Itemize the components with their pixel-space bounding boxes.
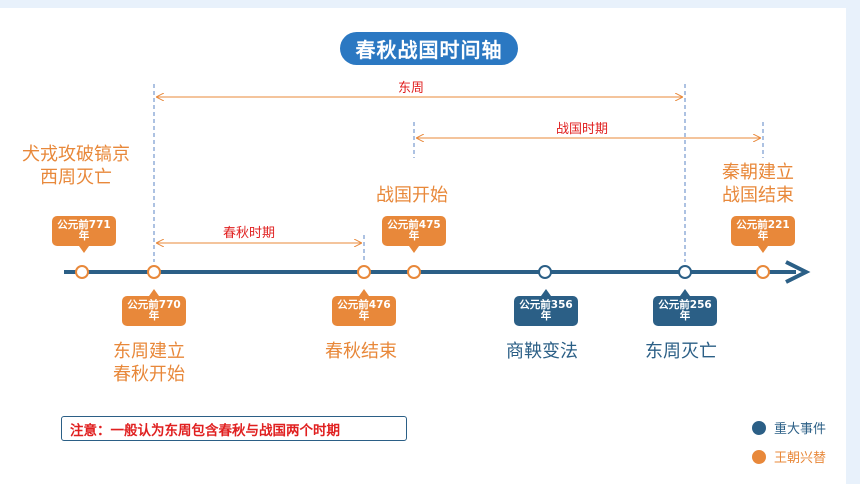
- date-callout-221: 公元前221 年: [731, 216, 795, 253]
- legend-dot-dynasty-change: [752, 449, 766, 464]
- date-callout-770: 公元前770 年: [122, 289, 186, 326]
- date-callout-356: 公元前356 年: [514, 289, 578, 326]
- date-callout-770-year: 公元前770: [127, 299, 181, 311]
- date-callout-771-year: 公元前771: [57, 219, 111, 231]
- date-callout-475-unit: 年: [408, 230, 420, 242]
- event-label-770-line1: 东周建立: [113, 341, 185, 362]
- timeline-dot-221: [756, 265, 770, 279]
- top-band: [0, 0, 860, 8]
- event-label-771-line2: 西周灭亡: [40, 167, 112, 188]
- timeline-dot-356: [538, 265, 552, 279]
- date-callout-476: 公元前476 年: [332, 289, 396, 326]
- event-label-476: 春秋结束: [325, 341, 397, 362]
- event-label-221-line2: 战国结束: [722, 185, 794, 206]
- timeline-dot-475: [407, 265, 421, 279]
- event-label-771: 犬戎攻破镐京 西周灭亡: [22, 143, 130, 189]
- event-label-475: 战国开始: [376, 185, 448, 206]
- timeline-dot-256: [678, 265, 692, 279]
- event-label-221: 秦朝建立 战国结束: [722, 161, 794, 207]
- date-callout-475-year: 公元前475: [387, 219, 441, 231]
- legend-label-dynasty-change: 王朝兴替: [774, 451, 827, 466]
- event-label-356: 商鞅变法: [506, 341, 578, 362]
- date-callout-476-year: 公元前476: [337, 299, 391, 311]
- note-box: 注意：一般认为东周包含春秋与战国两个时期: [61, 416, 407, 441]
- event-label-770: 东周建立 春秋开始: [113, 340, 185, 386]
- date-callout-771: 公元前771 年: [52, 216, 116, 253]
- date-callout-256-unit: 年: [679, 310, 691, 322]
- date-callout-476-unit: 年: [358, 310, 370, 322]
- date-callout-221-year: 公元前221: [736, 219, 790, 231]
- event-label-770-line2: 春秋开始: [113, 364, 185, 385]
- date-callout-770-unit: 年: [148, 310, 160, 322]
- date-callout-256-year: 公元前256: [658, 299, 712, 311]
- timeline-dot-771: [75, 265, 89, 279]
- date-callout-475: 公元前475 年: [382, 216, 446, 253]
- right-band: [846, 0, 860, 484]
- date-callout-256: 公元前256 年: [653, 289, 717, 326]
- date-callout-356-unit: 年: [540, 310, 552, 322]
- timeline-dot-476: [357, 265, 371, 279]
- date-callout-771-unit: 年: [78, 230, 90, 242]
- event-label-771-line1: 犬戎攻破镐京: [22, 144, 130, 165]
- legend-label-major-event: 重大事件: [774, 422, 827, 437]
- timeline-arrowhead: [785, 260, 811, 284]
- period-label-dongzhou: 东周: [398, 81, 425, 96]
- page-title: 春秋战国时间轴: [340, 32, 518, 65]
- date-callout-221-unit: 年: [757, 230, 769, 242]
- timeline-dot-770: [147, 265, 161, 279]
- period-label-chunqiu: 春秋时期: [223, 226, 276, 241]
- legend-item-major-event: 重大事件: [752, 418, 826, 437]
- legend-dot-major-event: [752, 420, 766, 435]
- event-label-256: 东周灭亡: [645, 341, 717, 362]
- legend-item-dynasty-change: 王朝兴替: [752, 447, 826, 466]
- period-label-zhanguo: 战国时期: [556, 122, 609, 137]
- date-callout-356-year: 公元前356: [519, 299, 573, 311]
- event-label-221-line1: 秦朝建立: [722, 162, 794, 183]
